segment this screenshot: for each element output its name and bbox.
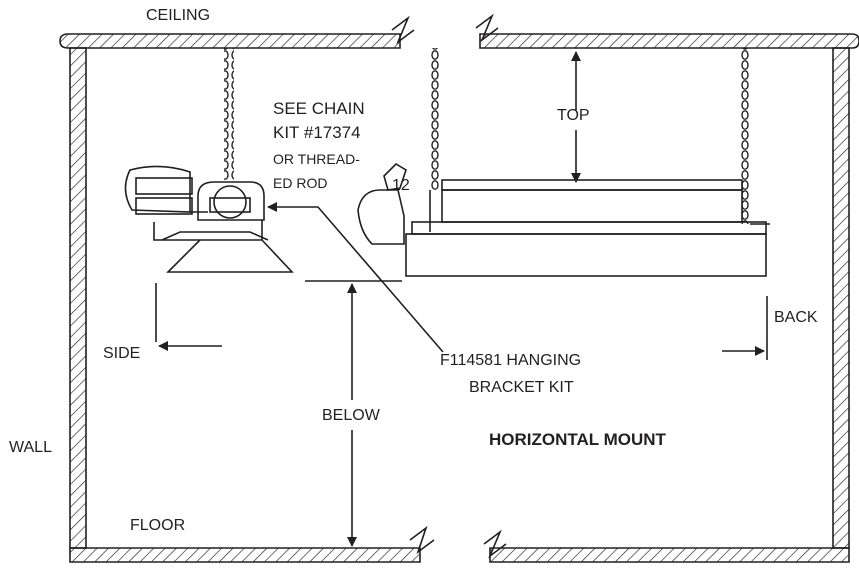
chain-left — [430, 48, 440, 190]
chain-side — [224, 48, 234, 180]
top-label: TOP — [557, 107, 590, 124]
ceiling-label: CEILING — [146, 7, 211, 24]
bracket-leader — [267, 202, 444, 353]
front-heater — [357, 162, 770, 277]
wall-label: WALL — [9, 439, 52, 456]
back-label: BACK — [774, 309, 818, 326]
side-heater — [124, 165, 294, 273]
floor-label: FLOOR — [130, 517, 186, 534]
ceiling-right — [475, 13, 859, 49]
heater-tag: 12 — [392, 177, 410, 194]
chain-right — [740, 48, 750, 224]
bracket-label-line1: F114581 HANGING — [440, 352, 582, 369]
see-chain-line2: KIT #17374 — [273, 123, 361, 142]
horizontal-mount-title: HORIZONTAL MOUNT — [489, 430, 666, 449]
see-chain-line3: OR THREAD- — [273, 151, 360, 167]
bracket-label-line2: BRACKET KIT — [469, 379, 574, 396]
side-label: SIDE — [103, 345, 141, 362]
ceiling-left — [59, 15, 415, 49]
floor-left — [69, 525, 435, 563]
floor-right — [483, 529, 850, 563]
right-wall — [832, 47, 850, 549]
left-wall — [69, 47, 87, 549]
below-label: BELOW — [322, 407, 380, 424]
see-chain-line4: ED ROD — [273, 175, 328, 191]
see-chain-line1: SEE CHAIN — [273, 99, 365, 118]
